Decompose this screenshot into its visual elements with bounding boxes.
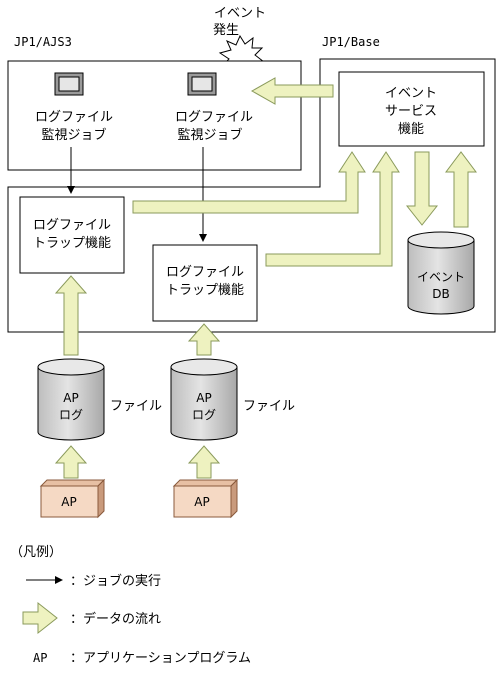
job-icon-left (54, 72, 84, 96)
trap-left-label-2: トラップ機能 (33, 236, 111, 251)
event-occurrence-label-1: イベント (214, 6, 266, 21)
job-left-label-1: ログファイル (35, 110, 113, 125)
flow-arrow-ap2-to-log2 (187, 445, 221, 479)
legend-data-flow-arrow (22, 601, 58, 635)
file-label-1: ファイル (110, 399, 162, 414)
legend-data-flow-text: ：データの流れ (70, 611, 161, 627)
ap-log-cylinder-1: AP ログ (37, 358, 105, 441)
ap-box-1-label: AP (61, 495, 76, 509)
ap-box-1: AP (39, 478, 106, 519)
job-left-label-2: 監視ジョブ (41, 127, 106, 143)
job-right-label-1: ログファイル (175, 110, 253, 125)
trap-box-left (19, 196, 125, 274)
legend: （凡例） ：ジョブの実行 ：データの流れ AP ：アプリケーションプログラム (10, 545, 251, 666)
ap-log-2-label-b: ログ (192, 408, 216, 422)
event-service-label-2: サービス (385, 104, 437, 119)
event-service-label-1: イベント (385, 86, 437, 101)
flow-arrow-to-event (250, 77, 334, 105)
flow-arrow-log2-to-trap (187, 323, 221, 356)
legend-ap-key: AP (33, 651, 47, 665)
flow-arrow-ap1-to-log1 (54, 445, 88, 479)
event-occurrence-label-2: 発生 (213, 23, 239, 38)
jp1-base-label: JP1/Base (322, 35, 380, 49)
legend-job-exec-text: ：ジョブの実行 (70, 573, 161, 589)
trap-box-right (152, 244, 258, 322)
ap-log-2-label-a: AP (196, 391, 211, 405)
ap-box-2-label: AP (194, 495, 209, 509)
ap-log-1-label-a: AP (63, 391, 78, 405)
flow-arrow-trap-left-to-service (132, 151, 366, 214)
legend-title: （凡例） (10, 545, 62, 560)
flow-arrow-db-to-service (445, 151, 477, 228)
job-icon-right (187, 72, 217, 96)
flow-arrow-trap-right-to-service (265, 151, 400, 267)
event-service-box (338, 71, 485, 147)
ap-log-cylinder-2: AP ログ (170, 358, 238, 441)
trap-right-label-1: ログファイル (166, 265, 244, 280)
file-label-2: ファイル (243, 399, 295, 414)
job-right-label-2: 監視ジョブ (177, 127, 242, 143)
event-db-cylinder: イベント DB (407, 231, 475, 315)
trap-right-label-2: トラップ機能 (166, 283, 244, 298)
flow-arrow-service-to-db (405, 151, 439, 226)
event-service-label-3: 機能 (398, 122, 424, 137)
trap-left-label-1: ログファイル (33, 218, 111, 233)
flow-arrow-log1-to-trap (54, 275, 88, 356)
legend-ap-desc: ：アプリケーションプログラム (70, 651, 251, 666)
jp1-ajs3-label: JP1/AJS3 (14, 35, 72, 49)
ap-box-2: AP (172, 478, 239, 519)
ap-log-1-label-b: ログ (59, 408, 83, 422)
event-db-label-2: DB (432, 287, 449, 301)
event-db-label-1: イベント (417, 270, 465, 284)
